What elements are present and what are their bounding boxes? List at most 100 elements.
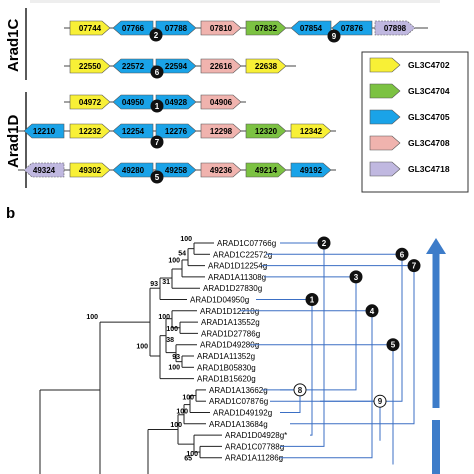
tree-cluster-badge [305,293,319,306]
bootstrap-value: 100 [166,326,178,333]
gene-label: 04906 [210,98,233,107]
tree-cluster-label: 8 [298,386,303,395]
gene-label: 12276 [165,127,188,136]
bootstrap-value: 93 [172,354,180,361]
gene-arrow [245,20,287,36]
gene-label: 12342 [300,127,323,136]
gene-arrow [290,162,332,178]
gene-label: 12320 [255,127,278,136]
bootstrap-value: 100 [176,409,188,416]
legend-swatch [369,83,401,99]
legend-swatch [369,135,401,151]
arad1d-label: Arad1D [5,114,22,168]
cluster-number-label: 6 [155,68,160,77]
tree-cluster-label: 2 [322,239,327,248]
gene-arrow [112,123,154,139]
gene-arrow [200,20,242,36]
legend-label: GL3C4704 [408,86,450,96]
tree-cluster-badge [293,383,307,397]
legend-swatch [369,57,401,73]
bootstrap-value: 100 [168,364,180,371]
gene-label: 49192 [300,166,323,175]
cluster-connector [240,310,373,459]
tree-cluster-badge [317,236,331,250]
bootstrap-value: 100 [186,451,198,458]
gene-arrow [69,20,111,36]
tree-cluster-label: 9 [378,397,383,406]
bootstrap-value: 100 [180,236,192,243]
gene-label: 49302 [79,166,102,175]
tree-leaf-label: ARAD1A13552g [201,318,260,327]
cluster-number-badge [327,29,341,43]
bootstrap-value: 38 [166,337,174,344]
panel-b-label: b [6,205,15,222]
gene-label: 07832 [255,24,278,33]
tree-cluster-label: 4 [370,307,375,316]
tree-leaf-label: ARAD1D49192g [213,409,272,418]
tree-cluster-label: 6 [400,250,405,259]
cluster-number-label: 5 [155,173,160,182]
gene-label: 07788 [165,24,188,33]
phylogeny-panel: b ARAD1C07766gARAD1C22572gARAD1D12254gAR… [6,205,446,474]
arad1c-label: Arad1C [5,18,22,72]
gene-label: 22572 [122,62,145,71]
cluster-connector [264,276,357,391]
cluster-connector [262,265,415,425]
tree-cluster-badge [386,338,400,352]
bootstrap-value: 100 [158,314,170,321]
gene-arrow [374,20,416,36]
tree-leaf-label: ARAD1C07766g [217,239,276,248]
gene-label: 04928 [165,98,188,107]
gene-label: 12232 [79,127,102,136]
gene-label: 49280 [122,166,145,175]
gene-label: 22550 [79,62,102,71]
tree-leaf-label: ARAD1B05830g [197,363,256,372]
bootstrap-value: 54 [178,250,186,257]
tree-leaf-label: ARAD1D27786g [201,329,260,338]
bootstrap-value: 100 [170,422,182,429]
tree-leaf-label: ARAD1A13662g [209,386,268,395]
cluster-number-label: 1 [155,102,160,111]
gene-label: 49324 [33,166,56,175]
gene-arrow [245,58,287,74]
bootstrap-value: 100 [136,344,148,351]
tree-leaf-label: ARAD1D12254g [208,262,267,271]
gene-label: 07898 [384,24,407,33]
tree-leaf-label: ARAD1A11286g [225,454,283,463]
gene-label: 22594 [165,62,188,71]
tree-cluster-label: 7 [412,262,417,271]
tree-leaf-label: ARAD1C07876g [209,397,268,406]
gene-arrow [245,123,287,139]
bootstrap-value: 100 [86,314,98,321]
tree-cluster-label: 5 [391,341,396,350]
gene-arrow [200,94,242,110]
gene-label: 07766 [122,24,145,33]
cluster-number-label: 7 [155,138,160,147]
gene-arrow [290,123,332,139]
tree-leaf-label: ARAD1C22572g [213,250,272,259]
tree-cluster-badge [365,304,379,318]
tree-cluster-badge [407,259,421,273]
gene-label: 49214 [255,166,278,175]
legend-label: GL3C4708 [408,138,450,148]
gene-label: 07854 [300,24,323,33]
gene-arrow [69,162,111,178]
bootstrap-value: 100 [182,395,194,402]
gene-label: 12254 [122,127,145,136]
tree-cluster-badge [373,394,387,408]
gene-label: 12210 [33,127,56,136]
gene-label: 04972 [79,98,102,107]
cluster-number-badge [150,170,164,184]
legend-label: GL3C4705 [408,112,450,122]
bootstrap-value: 65 [184,456,192,463]
tree-leaf-label: ARAD1D49280g [200,341,259,350]
bootstrap-value: 100 [168,258,180,265]
gene-arrow [69,123,111,139]
gene-arrow [23,123,65,139]
